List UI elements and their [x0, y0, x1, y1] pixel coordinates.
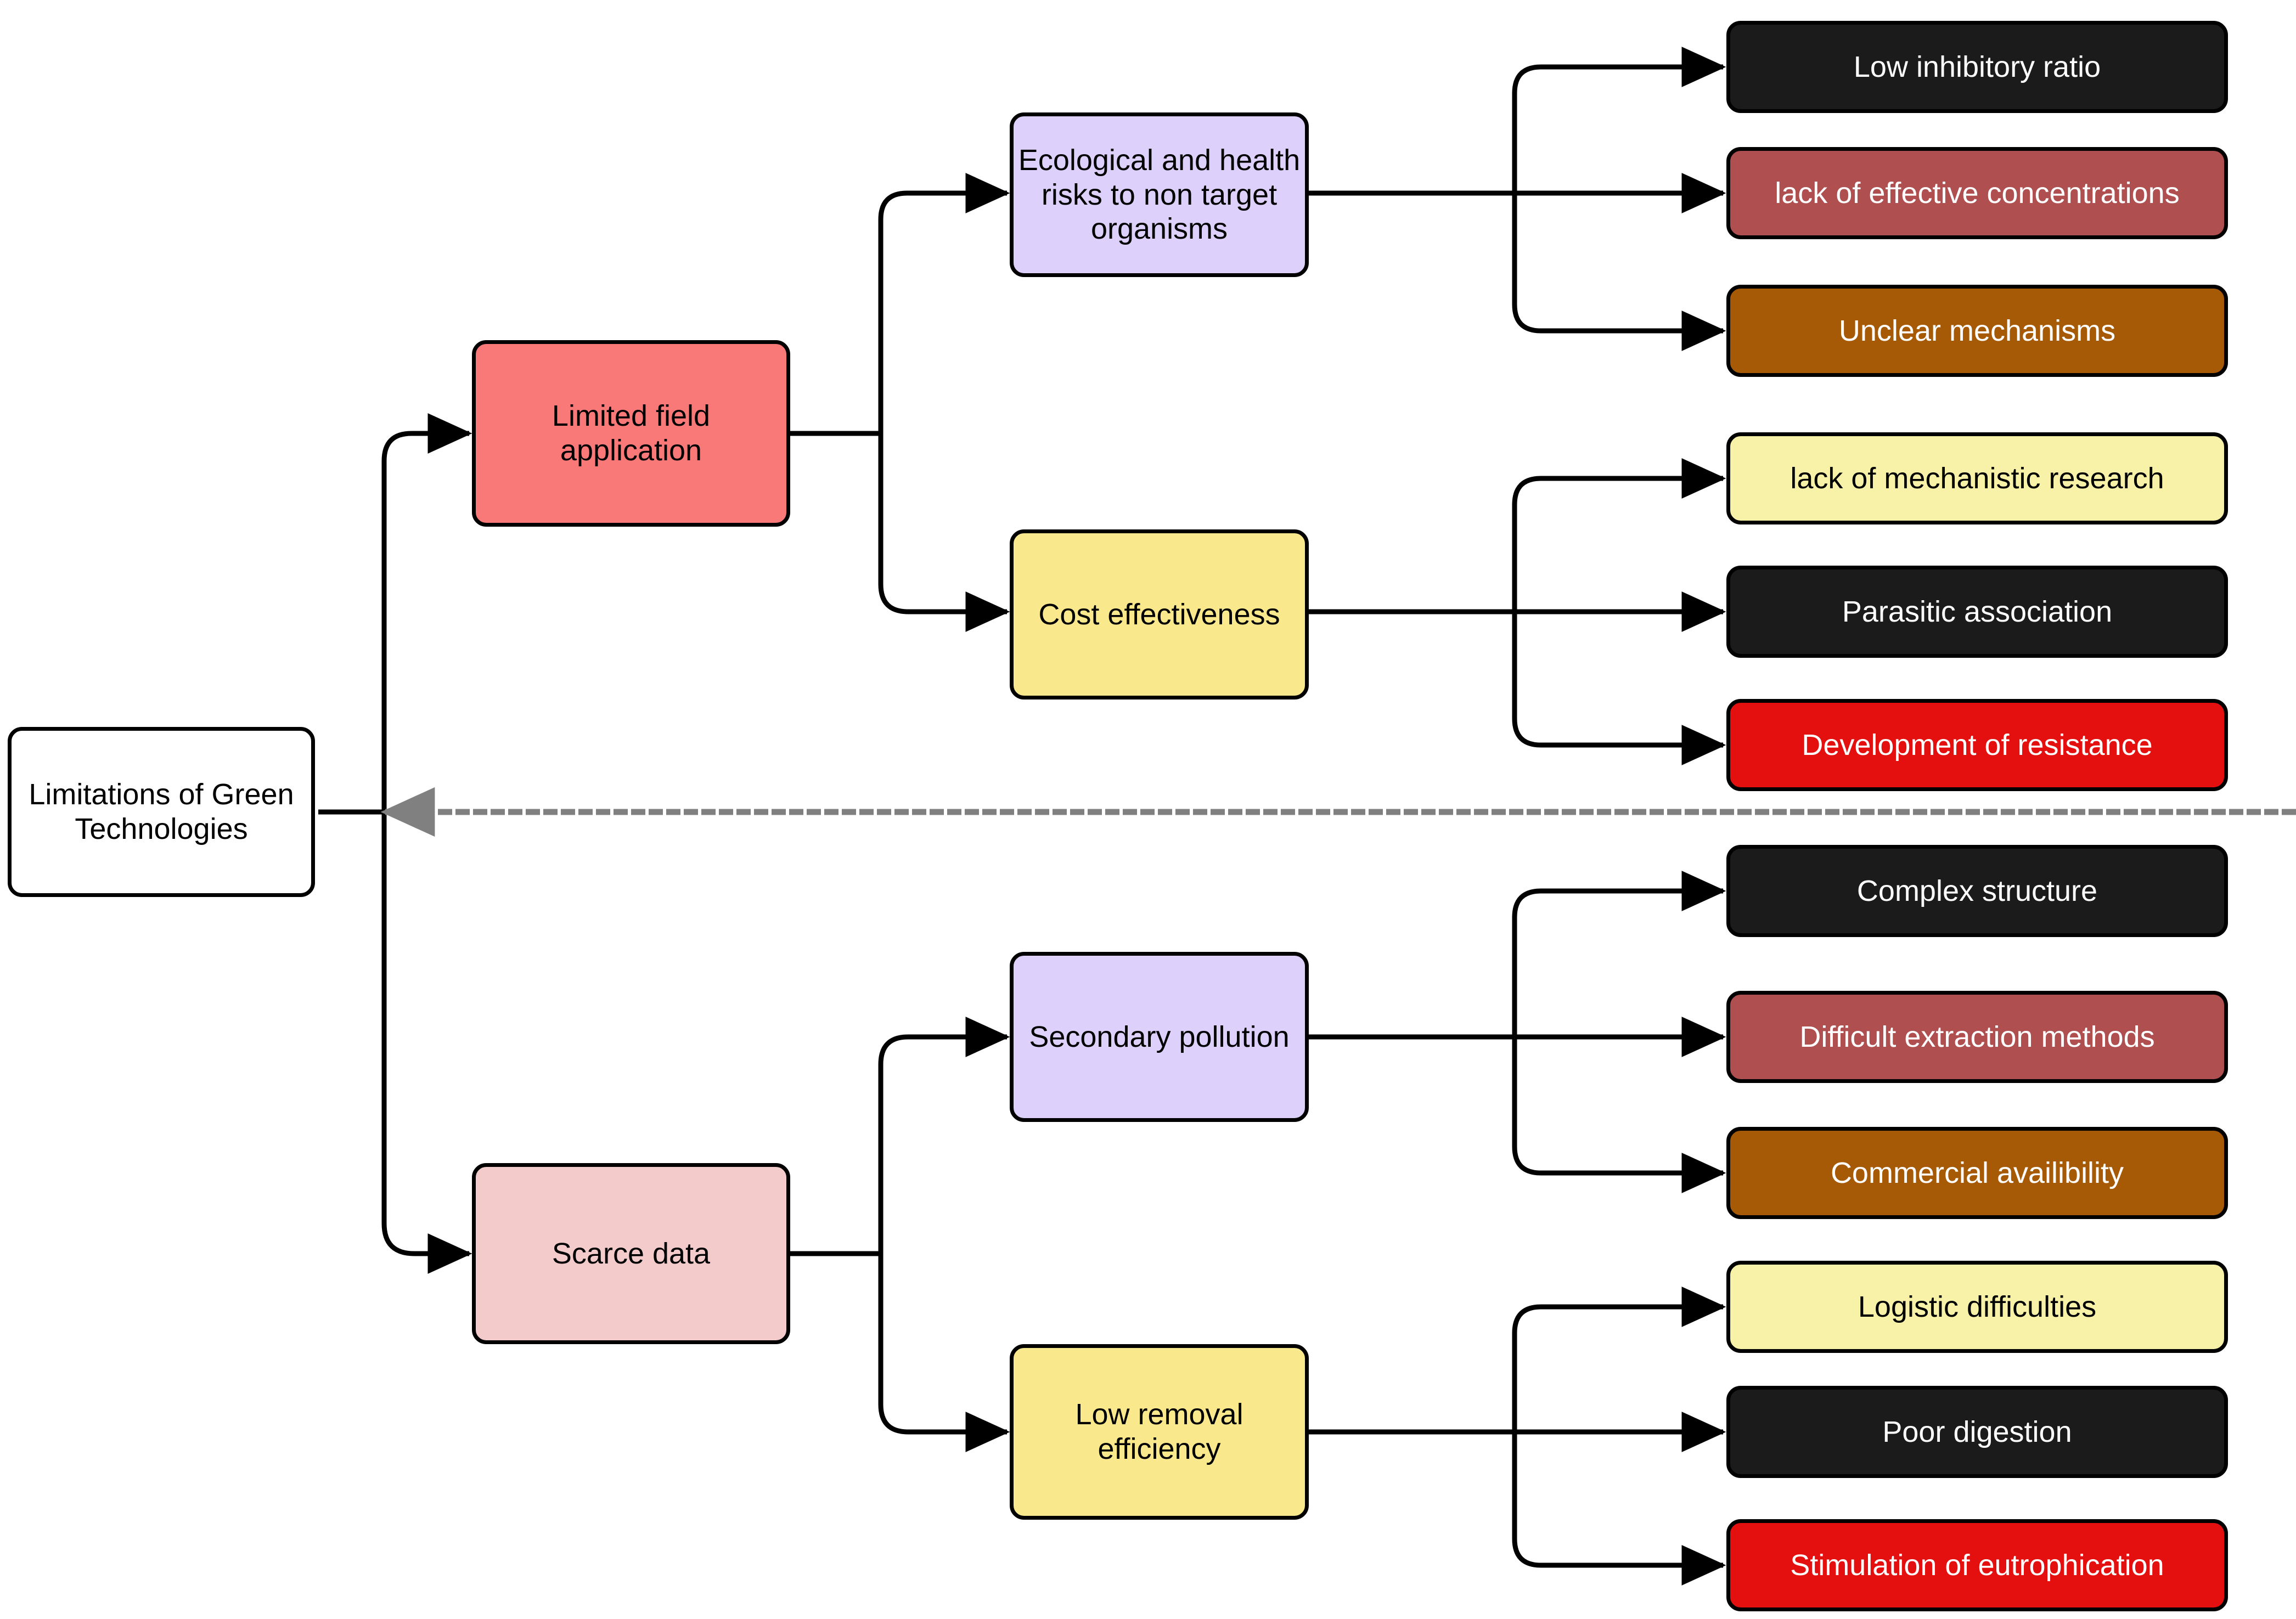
leaf-unclear-mechanisms[interactable]: Unclear mechanisms: [1726, 285, 2228, 377]
node-limited-field-application[interactable]: Limited field application: [472, 340, 790, 527]
leaf-unclear-mechanisms-label: Unclear mechanisms: [1838, 314, 2116, 347]
node-limited-field-application-label: Limited field application: [552, 399, 711, 467]
leaf-poor-digestion[interactable]: Poor digestion: [1726, 1386, 2228, 1478]
node-secondary-pollution-label: Secondary pollution: [1029, 1020, 1290, 1053]
leaf-parasitic-association[interactable]: Parasitic association: [1726, 566, 2228, 658]
leaf-development-of-resistance-label: Development of resistance: [1802, 728, 2153, 761]
leaf-complex-structure-label: Complex structure: [1856, 874, 2098, 907]
node-scarce-data-label: Scarce data: [552, 1237, 711, 1270]
node-scarce-data[interactable]: Scarce data: [472, 1163, 790, 1344]
leaf-lack-of-mechanistic-research-label: lack of mechanistic research: [1790, 461, 2164, 495]
leaf-logistic-difficulties-label: Logistic difficulties: [1858, 1290, 2097, 1323]
node-cost-effectiveness-label: Cost effectiveness: [1038, 597, 1280, 631]
leaf-low-inhibitory-ratio[interactable]: Low inhibitory ratio: [1726, 21, 2228, 113]
node-cost-effectiveness[interactable]: Cost effectiveness: [1010, 529, 1309, 700]
leaf-stimulation-of-eutrophication-label: Stimulation of eutrophication: [1790, 1548, 2164, 1582]
node-root-label: Limitations of Green Technologies: [29, 778, 294, 845]
node-root[interactable]: Limitations of Green Technologies: [8, 727, 315, 897]
node-low-removal-efficiency[interactable]: Low removal efficiency: [1010, 1344, 1309, 1520]
node-ecological-health-risks[interactable]: Ecological and health risks to non targe…: [1010, 112, 1309, 277]
leaf-lack-of-effective-concentrations[interactable]: lack of effective concentrations: [1726, 147, 2228, 239]
leaf-low-inhibitory-ratio-label: Low inhibitory ratio: [1853, 50, 2101, 83]
leaf-difficult-extraction-methods-label: Difficult extraction methods: [1799, 1020, 2155, 1053]
leaf-commercial-availibility[interactable]: Commercial availibility: [1726, 1127, 2228, 1219]
leaf-stimulation-of-eutrophication[interactable]: Stimulation of eutrophication: [1726, 1519, 2228, 1611]
leaf-lack-of-mechanistic-research[interactable]: lack of mechanistic research: [1726, 432, 2228, 524]
leaf-difficult-extraction-methods[interactable]: Difficult extraction methods: [1726, 991, 2228, 1083]
node-ecological-health-risks-label: Ecological and health risks to non targe…: [1018, 144, 1301, 246]
leaf-parasitic-association-label: Parasitic association: [1842, 595, 2113, 628]
leaf-development-of-resistance[interactable]: Development of resistance: [1726, 699, 2228, 791]
leaf-poor-digestion-label: Poor digestion: [1882, 1415, 2072, 1448]
node-low-removal-efficiency-label: Low removal efficiency: [1075, 1398, 1243, 1465]
leaf-logistic-difficulties[interactable]: Logistic difficulties: [1726, 1261, 2228, 1353]
leaf-complex-structure[interactable]: Complex structure: [1726, 845, 2228, 937]
leaf-commercial-availibility-label: Commercial availibility: [1830, 1156, 2124, 1189]
leaf-lack-of-effective-concentrations-label: lack of effective concentrations: [1775, 176, 2180, 210]
node-secondary-pollution[interactable]: Secondary pollution: [1010, 952, 1309, 1122]
